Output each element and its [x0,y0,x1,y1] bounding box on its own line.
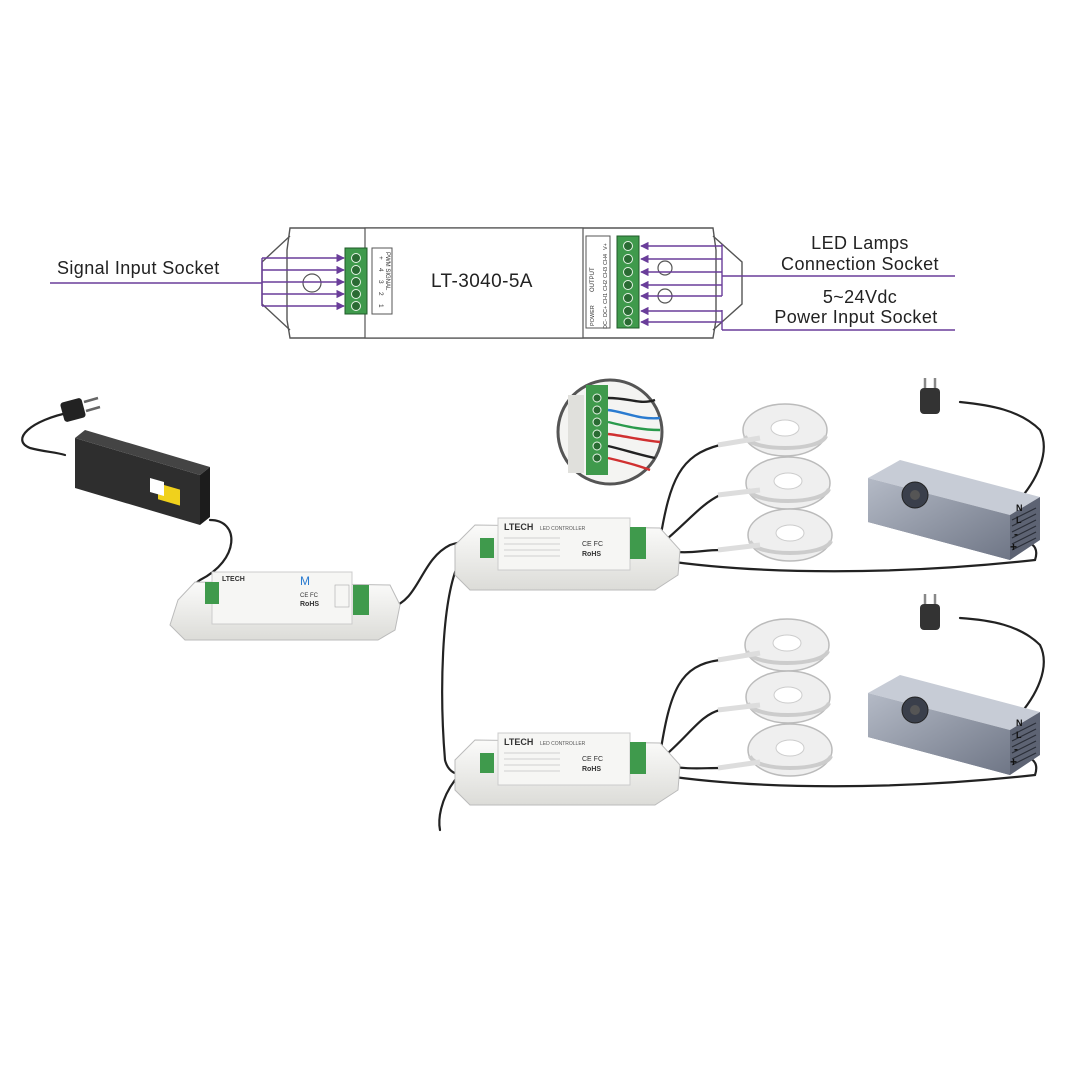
pin-label: V+ [603,243,609,250]
pin-label: 2 [377,292,384,296]
led-reel [747,723,833,777]
psu2-plus: + [1010,755,1017,769]
eu-wall-plug-icon-1 [920,378,940,414]
eu-wall-plug-icon-2 [920,594,940,630]
psu2-l: L [1016,730,1022,740]
screw-hole-icon [657,260,673,276]
pin-label: 1 [377,304,384,308]
power-supply-2: N L - + [868,675,1040,775]
master-controller: LTECH M RoHS CE FC [169,571,401,641]
signal-input-label: Signal Input Socket [57,258,220,278]
led-reel [742,403,828,457]
pin-label: + [377,256,384,260]
power-supply-1: N L - + [868,460,1040,560]
led-strip-reels-2 [717,618,833,777]
pin-label: 4 [377,268,384,272]
pin-label: DC+ [603,306,609,317]
output-terminal-block [585,235,640,329]
slave-controller-2: LTECH LED CONTROLLER CE FC RoHS [454,732,681,806]
pin-label: CH3 [603,267,609,278]
led-label-line2: Connection Socket [781,254,939,274]
led-reel [745,670,831,724]
slave2-brand: LTECH [504,737,533,747]
terminal-right-power: POWER [590,305,596,326]
power-label-line1: 5~24Vdc [822,287,898,307]
pin-label: DC- [603,319,609,329]
controller-schematic: PWM SIGNAL + 4 3 2 1 OUTPUT POWER V+ CH4… [50,227,955,339]
psu1-l: L [1016,515,1022,525]
led-output-arrows [640,241,955,301]
slave2-ce: CE FC [582,756,603,763]
psu2-minus: - [1014,742,1018,756]
slave1-brand: LTECH [504,522,533,532]
terminal-left-header: PWM SIGNAL [384,252,390,291]
slave1-rohs: RoHS [582,551,601,558]
power-input-arrows [640,306,955,331]
screw-hole-icon [302,273,322,293]
slave2-caption: LED CONTROLLER [540,741,586,747]
terminal-left-pins: + 4 3 2 1 [377,256,384,308]
slave2-rohs: RoHS [582,766,601,773]
slave1-caption: LED CONTROLLER [540,526,586,532]
psu2-n: N [1016,718,1023,728]
psu1-minus: - [1014,527,1018,541]
led-reel [747,508,833,562]
led-strip-reels-1 [717,403,833,562]
signal-input-arrows [50,253,345,311]
psu1-n: N [1016,503,1023,513]
model-label: LT-3040-5A [431,271,533,292]
led-reel [744,618,830,672]
terminal-right-pins: V+ CH4 CH3 CH2 CH1 DC+ DC- [603,243,609,329]
master-rohs: RoHS [300,601,319,608]
pin-label: CH1 [603,293,609,304]
master-mark: M [300,574,310,588]
signal-terminal-block [344,247,393,315]
ac-adapter [75,430,210,525]
pin-label: CH4 [603,254,609,265]
pin-label: 3 [377,280,384,284]
psu1-plus: + [1010,540,1017,554]
master-brand: LTECH [222,576,245,583]
us-wall-plug-icon [60,396,101,422]
pin-label: CH2 [603,280,609,291]
led-label-line1: LED Lamps [811,233,909,253]
terminal-detail-magnifier [556,378,664,486]
led-reel [745,456,831,510]
slave1-ce: CE FC [582,541,603,548]
slave-controller-1: LTECH LED CONTROLLER CE FC RoHS [454,517,681,591]
power-label-line2: Power Input Socket [774,307,938,327]
master-ce: CE FC [300,593,319,599]
terminal-right-output: OUTPUT [590,267,596,292]
